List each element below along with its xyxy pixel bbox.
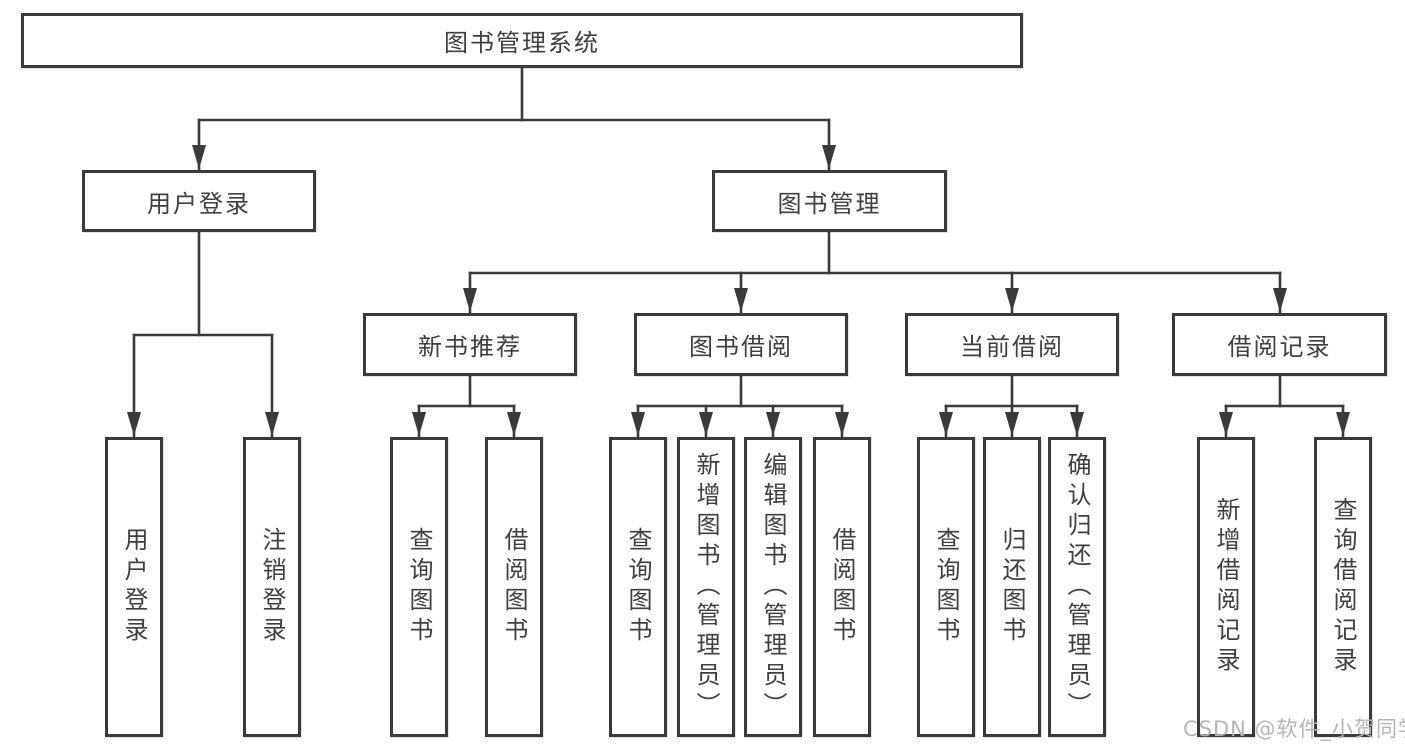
leaf-query-books-current: 查询图书 <box>917 437 975 737</box>
connector-new-book-recommend <box>412 374 521 438</box>
leaf-borrow-books: 借阅图书 <box>813 437 871 737</box>
leaf-return-books: 归还图书 <box>983 437 1041 737</box>
leaf-label: 用户登录 <box>120 527 148 647</box>
connector-book-borrow <box>631 374 849 438</box>
connector-root-to-level2 <box>192 66 836 171</box>
leaf-query-books-recommend: 查询图书 <box>390 437 448 737</box>
leaf-query-borrow-record: 查询借阅记录 <box>1314 437 1372 737</box>
connector-borrow-record <box>1219 374 1350 438</box>
leaf-label: 注销登录 <box>258 527 286 647</box>
node-label: 图书借阅 <box>689 333 793 361</box>
connector-book-management-branch <box>463 230 1287 314</box>
node-current-borrow: 当前借阅 <box>905 313 1119 376</box>
leaf-label: 查询图书 <box>932 527 960 647</box>
node-library-system: 图书管理系统 <box>21 13 1023 68</box>
csdn-watermark: CSDN @软件_小贺同学 <box>1183 717 1405 741</box>
leaf-label: 查询图书 <box>624 527 652 647</box>
leaf-label: 借阅图书 <box>500 527 528 647</box>
leaf-user-login: 用户登录 <box>105 437 163 737</box>
leaf-label: 查询图书 <box>405 527 433 647</box>
connector-current-borrow <box>939 374 1084 438</box>
node-borrow-record: 借阅记录 <box>1172 313 1387 376</box>
node-label: 用户登录 <box>147 189 251 218</box>
leaf-add-books-admin: 新增图书（管理员） <box>677 437 735 737</box>
node-book-management: 图书管理 <box>712 170 947 232</box>
leaf-label: 查询借阅记录 <box>1329 497 1357 677</box>
node-label: 新书推荐 <box>418 333 522 361</box>
leaf-label: 借阅图书 <box>828 527 856 647</box>
leaf-label: 编辑图书（管理员） <box>759 452 787 722</box>
node-label: 借阅记录 <box>1227 333 1332 361</box>
leaf-label: 新增借阅记录 <box>1212 497 1240 677</box>
node-book-borrow: 图书借阅 <box>634 313 848 376</box>
connector-user-login-branch <box>127 230 279 438</box>
node-label: 图书管理系统 <box>444 29 600 57</box>
leaf-borrow-books-recommend: 借阅图书 <box>485 437 543 737</box>
leaf-label: 新增图书（管理员） <box>692 452 720 722</box>
node-label: 当前借阅 <box>960 333 1064 361</box>
leaf-confirm-return-admin: 确认归还（管理员） <box>1048 437 1106 737</box>
node-user-login: 用户登录 <box>82 170 316 232</box>
leaf-edit-books-admin: 编辑图书（管理员） <box>744 437 802 737</box>
leaf-add-borrow-record: 新增借阅记录 <box>1197 437 1255 737</box>
leaf-label: 确认归还（管理员） <box>1063 452 1091 722</box>
leaf-query-books-borrow: 查询图书 <box>609 437 667 737</box>
leaf-label: 归还图书 <box>998 527 1026 647</box>
leaf-logout: 注销登录 <box>243 437 301 737</box>
node-new-book-recommend: 新书推荐 <box>363 313 577 376</box>
node-label: 图书管理 <box>777 189 882 218</box>
